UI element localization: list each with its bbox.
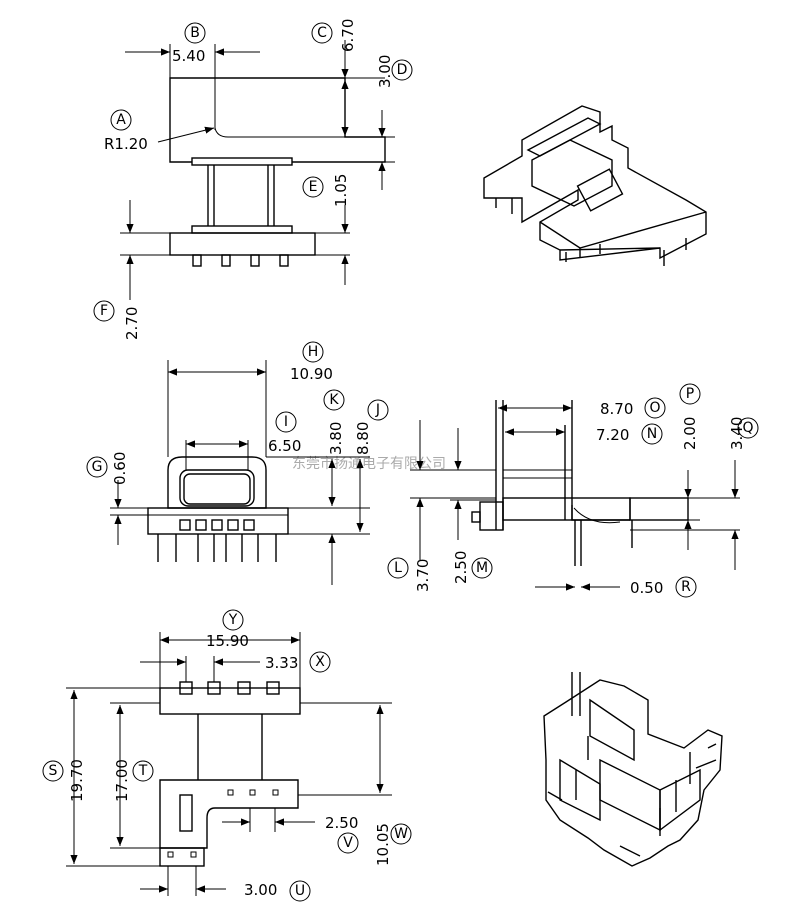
dim-i: I 6.50 xyxy=(268,411,301,455)
dim-j: J 8.80 xyxy=(354,399,389,455)
dim-s: S 19.70 xyxy=(42,759,86,802)
dim-p-letter: P xyxy=(686,386,694,402)
dim-a-value: R1.20 xyxy=(104,135,148,153)
dim-d: D 3.00 xyxy=(376,55,413,88)
dim-y-letter: Y xyxy=(228,612,238,628)
dim-x-value: 3.33 xyxy=(265,654,298,672)
dim-l-letter: L xyxy=(394,560,402,576)
dim-w: W 10.05 xyxy=(374,823,412,866)
dim-k-value: 3.80 xyxy=(327,422,345,455)
dim-p: P 2.00 xyxy=(679,383,701,450)
dim-c-letter: C xyxy=(317,25,327,41)
dim-j-value: 8.80 xyxy=(354,422,372,455)
dim-o: O 8.70 xyxy=(600,397,666,419)
dim-h-letter: H xyxy=(308,344,319,360)
dim-m: M 2.50 xyxy=(452,551,493,584)
dim-f-value: 2.70 xyxy=(123,307,141,340)
dim-q-letter: Q xyxy=(742,420,753,436)
dim-k-letter: K xyxy=(329,392,339,408)
dim-y-value: 15.90 xyxy=(206,632,249,650)
dim-p-value: 2.00 xyxy=(681,417,699,450)
dim-n: N 7.20 xyxy=(596,423,663,445)
dim-l: L 3.70 xyxy=(387,557,432,592)
dim-t: T 17.00 xyxy=(113,759,154,802)
dim-b-letter: B xyxy=(190,25,200,41)
dim-i-letter: I xyxy=(284,414,288,430)
dim-b-value: 5.40 xyxy=(172,47,205,65)
dim-q-value: 3.40 xyxy=(728,417,746,450)
dim-r: R 0.50 xyxy=(630,576,697,598)
dim-x: X 3.33 xyxy=(265,651,331,673)
dim-f: F 2.70 xyxy=(93,300,141,340)
dim-c-value: 6.70 xyxy=(339,19,357,52)
dim-g: G 0.60 xyxy=(86,452,129,485)
watermark-text: 东莞市扬通电子有限公司 xyxy=(292,455,446,472)
isometric-view-top xyxy=(483,105,707,266)
side-view xyxy=(110,360,370,585)
dim-d-value: 3.00 xyxy=(376,55,394,88)
dim-v-value: 2.50 xyxy=(325,814,358,832)
section-view xyxy=(410,400,740,591)
dim-n-letter: N xyxy=(647,426,657,442)
dim-a: A R1.20 xyxy=(104,109,148,153)
dim-d-letter: D xyxy=(397,62,408,78)
dim-t-letter: T xyxy=(138,763,148,779)
dim-h-value: 10.90 xyxy=(290,365,333,383)
dim-t-value: 17.00 xyxy=(113,759,131,802)
isometric-view-bottom xyxy=(543,672,723,867)
bottom-view xyxy=(66,632,392,896)
dim-v: V 2.50 xyxy=(325,814,359,854)
dim-k: K 3.80 xyxy=(323,389,345,455)
dim-l-value: 3.70 xyxy=(414,559,432,592)
dim-x-letter: X xyxy=(315,654,325,670)
dim-u-letter: U xyxy=(295,883,305,899)
dim-u: U 3.00 xyxy=(244,880,311,902)
dim-j-letter: J xyxy=(375,402,380,418)
dim-e: E 1.05 xyxy=(302,174,350,207)
dim-s-value: 19.70 xyxy=(68,759,86,802)
dim-o-value: 8.70 xyxy=(600,400,633,418)
dim-a-letter: A xyxy=(116,112,126,128)
dim-v-letter: V xyxy=(343,835,353,851)
dim-o-letter: O xyxy=(649,400,660,416)
dim-g-letter: G xyxy=(92,459,103,475)
dim-n-value: 7.20 xyxy=(596,426,629,444)
dim-e-letter: E xyxy=(309,179,318,195)
dim-y: Y 15.90 xyxy=(206,609,249,650)
dim-c: C 6.70 xyxy=(311,19,357,52)
dim-r-letter: R xyxy=(681,579,691,595)
dim-s-letter: S xyxy=(49,763,58,779)
dim-w-letter: W xyxy=(394,826,408,842)
dim-f-letter: F xyxy=(100,303,108,319)
dim-h: H 10.90 xyxy=(290,341,333,383)
dim-q: Q 3.40 xyxy=(728,417,759,450)
dim-e-value: 1.05 xyxy=(332,174,350,207)
dim-m-letter: M xyxy=(476,560,488,576)
dim-g-value: 0.60 xyxy=(111,452,129,485)
dim-u-value: 3.00 xyxy=(244,881,277,899)
dim-b: B 5.40 xyxy=(172,22,206,65)
front-view xyxy=(120,40,395,300)
dim-r-value: 0.50 xyxy=(630,579,663,597)
dim-m-value: 2.50 xyxy=(452,551,470,584)
dim-w-value: 10.05 xyxy=(374,823,392,866)
dim-i-value: 6.50 xyxy=(268,437,301,455)
